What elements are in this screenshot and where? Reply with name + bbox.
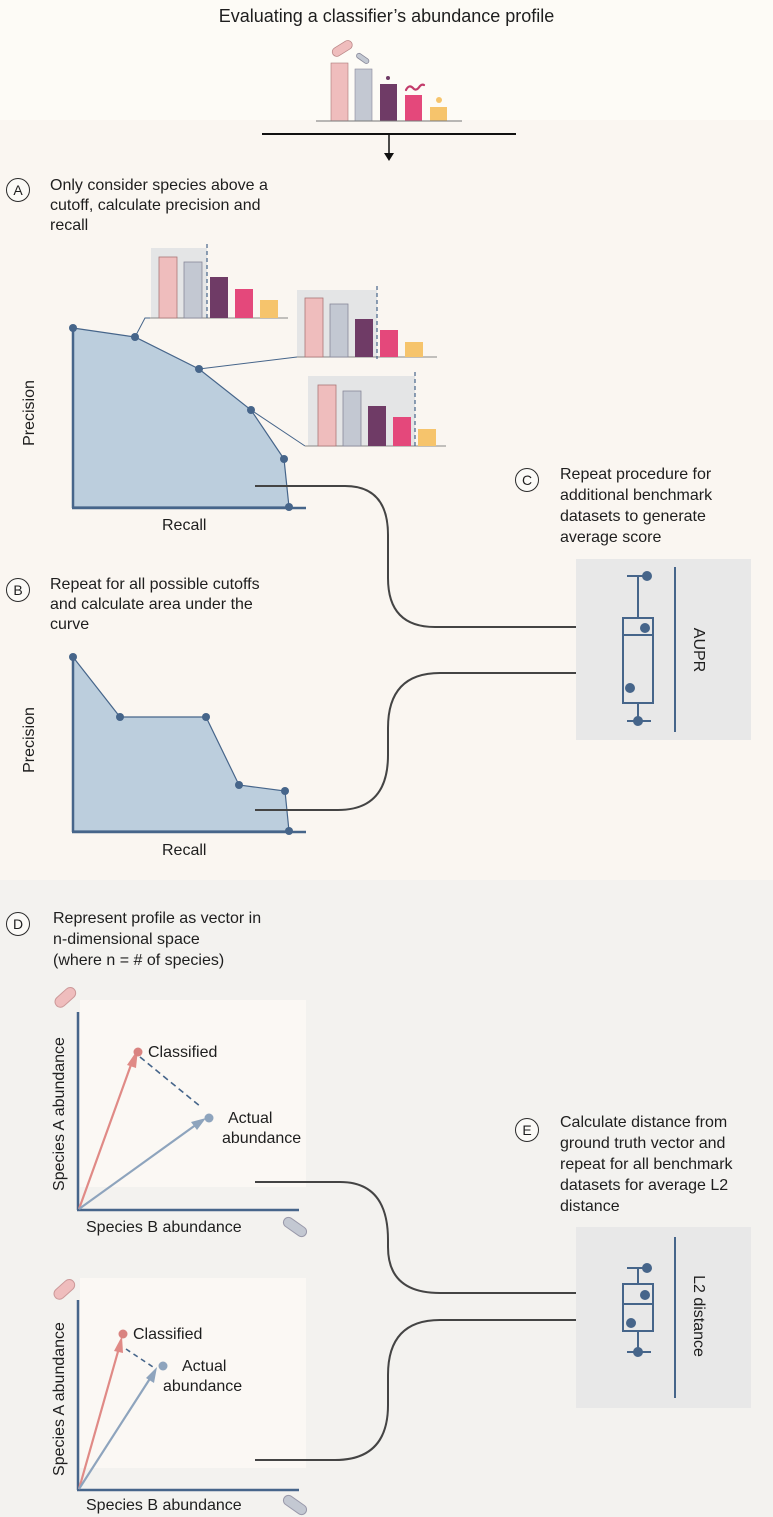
panel-d-text-1: Represent profile as vector in: [53, 910, 262, 927]
connector-a-to-c: [255, 485, 612, 628]
pr-area-b: [72, 655, 290, 832]
panel-c-text-1: Repeat procedure for: [560, 466, 712, 483]
header-bar-4: [405, 95, 422, 121]
panel-c-text-3: datasets to generate: [560, 508, 706, 525]
panel-e-text-5: distance: [560, 1198, 620, 1215]
badge-e: E: [515, 1118, 539, 1142]
l2-boxplot: [576, 1227, 751, 1408]
connector-d1-to-e: [255, 1181, 612, 1294]
header-bar-5: [430, 107, 447, 121]
panel-a-text-2: cutoff, calculate precision and: [50, 197, 261, 214]
l2-axis-label: L2 distance: [690, 1275, 707, 1357]
header-bar-1: [330, 62, 349, 122]
vector-chart-1: [54, 987, 308, 1238]
gray-microbe-icon: [282, 1216, 308, 1238]
chart1-ylabel: Species A abundance: [51, 1037, 68, 1191]
panel-a-ylabel: Precision: [21, 380, 38, 446]
down-arrow-icon: [384, 153, 394, 161]
purple-microbe-icon: [386, 76, 390, 80]
pink-microbe-icon: [331, 40, 353, 57]
panel-a-text-1: Only consider species above a: [50, 177, 268, 194]
badge-c: C: [515, 468, 539, 492]
vector-chart-2: [53, 1278, 308, 1516]
panel-b-text-1: Repeat for all possible cutoffs: [50, 576, 260, 593]
chart2-xlabel: Species B abundance: [86, 1497, 242, 1514]
pr-area-a: [72, 327, 290, 508]
panel-c-text-2: additional benchmark: [560, 487, 713, 504]
pink-microbe-icon: [54, 987, 77, 1008]
connector-b-to-c: [255, 672, 612, 811]
figure-title: Evaluating a classifier’s abundance prof…: [218, 6, 555, 26]
badge-a: A: [6, 178, 30, 202]
panel-b-xlabel: Recall: [162, 842, 207, 859]
panel-a-text-3: recall: [50, 217, 89, 234]
panel-d-text-3: (where n = # of species): [53, 952, 225, 969]
chart1-actual-label-2: abundance: [222, 1130, 302, 1147]
panel-e-text-1: Calculate distance from: [560, 1114, 728, 1131]
panel-b-ylabel: Precision: [21, 707, 38, 773]
badge-b: B: [6, 578, 30, 602]
magenta-microbe-icon: [404, 83, 426, 92]
panel-b-text-2: and calculate area under the: [50, 596, 253, 613]
pr-curve-b: [69, 653, 306, 835]
cutoff-inset-1: [150, 244, 288, 320]
panel-e-text-2: ground truth vector and: [560, 1135, 726, 1152]
header-bar-chart: [262, 40, 516, 161]
yellow-microbe-icon: [436, 97, 442, 103]
panel-c-text-4: average score: [560, 529, 662, 546]
panel-e-text-4: datasets for average L2: [560, 1177, 729, 1194]
pink-microbe-icon: [53, 1279, 76, 1300]
chart2-actual-label-2: abundance: [163, 1378, 243, 1395]
panel-e-text-3: repeat for all benchmark: [560, 1156, 733, 1173]
gray-microbe-icon: [356, 52, 370, 64]
chart2-classified-label: Classified: [133, 1326, 203, 1343]
header-bar-2: [354, 68, 373, 122]
header-bar-3: [380, 84, 397, 121]
aupr-boxplot: [576, 559, 751, 740]
gray-microbe-icon: [282, 1494, 308, 1516]
chart2-ylabel: Species A abundance: [51, 1322, 68, 1476]
chart2-actual-label-1: Actual: [182, 1358, 227, 1375]
chart1-xlabel: Species B abundance: [86, 1219, 242, 1236]
cutoff-inset-3: [305, 372, 446, 448]
panel-b-text-3: curve: [50, 616, 90, 633]
badge-d: D: [6, 912, 30, 936]
chart1-classified-label: Classified: [148, 1044, 218, 1061]
aupr-axis-label: AUPR: [690, 627, 707, 673]
pr-curve-a: [69, 317, 306, 511]
connector-d2-to-e: [255, 1319, 612, 1461]
panel-a-xlabel: Recall: [162, 517, 207, 534]
chart1-actual-label-1: Actual: [228, 1110, 273, 1127]
panel-d-text-2: n-dimensional space: [53, 931, 200, 948]
cutoff-inset-2: [297, 286, 437, 359]
